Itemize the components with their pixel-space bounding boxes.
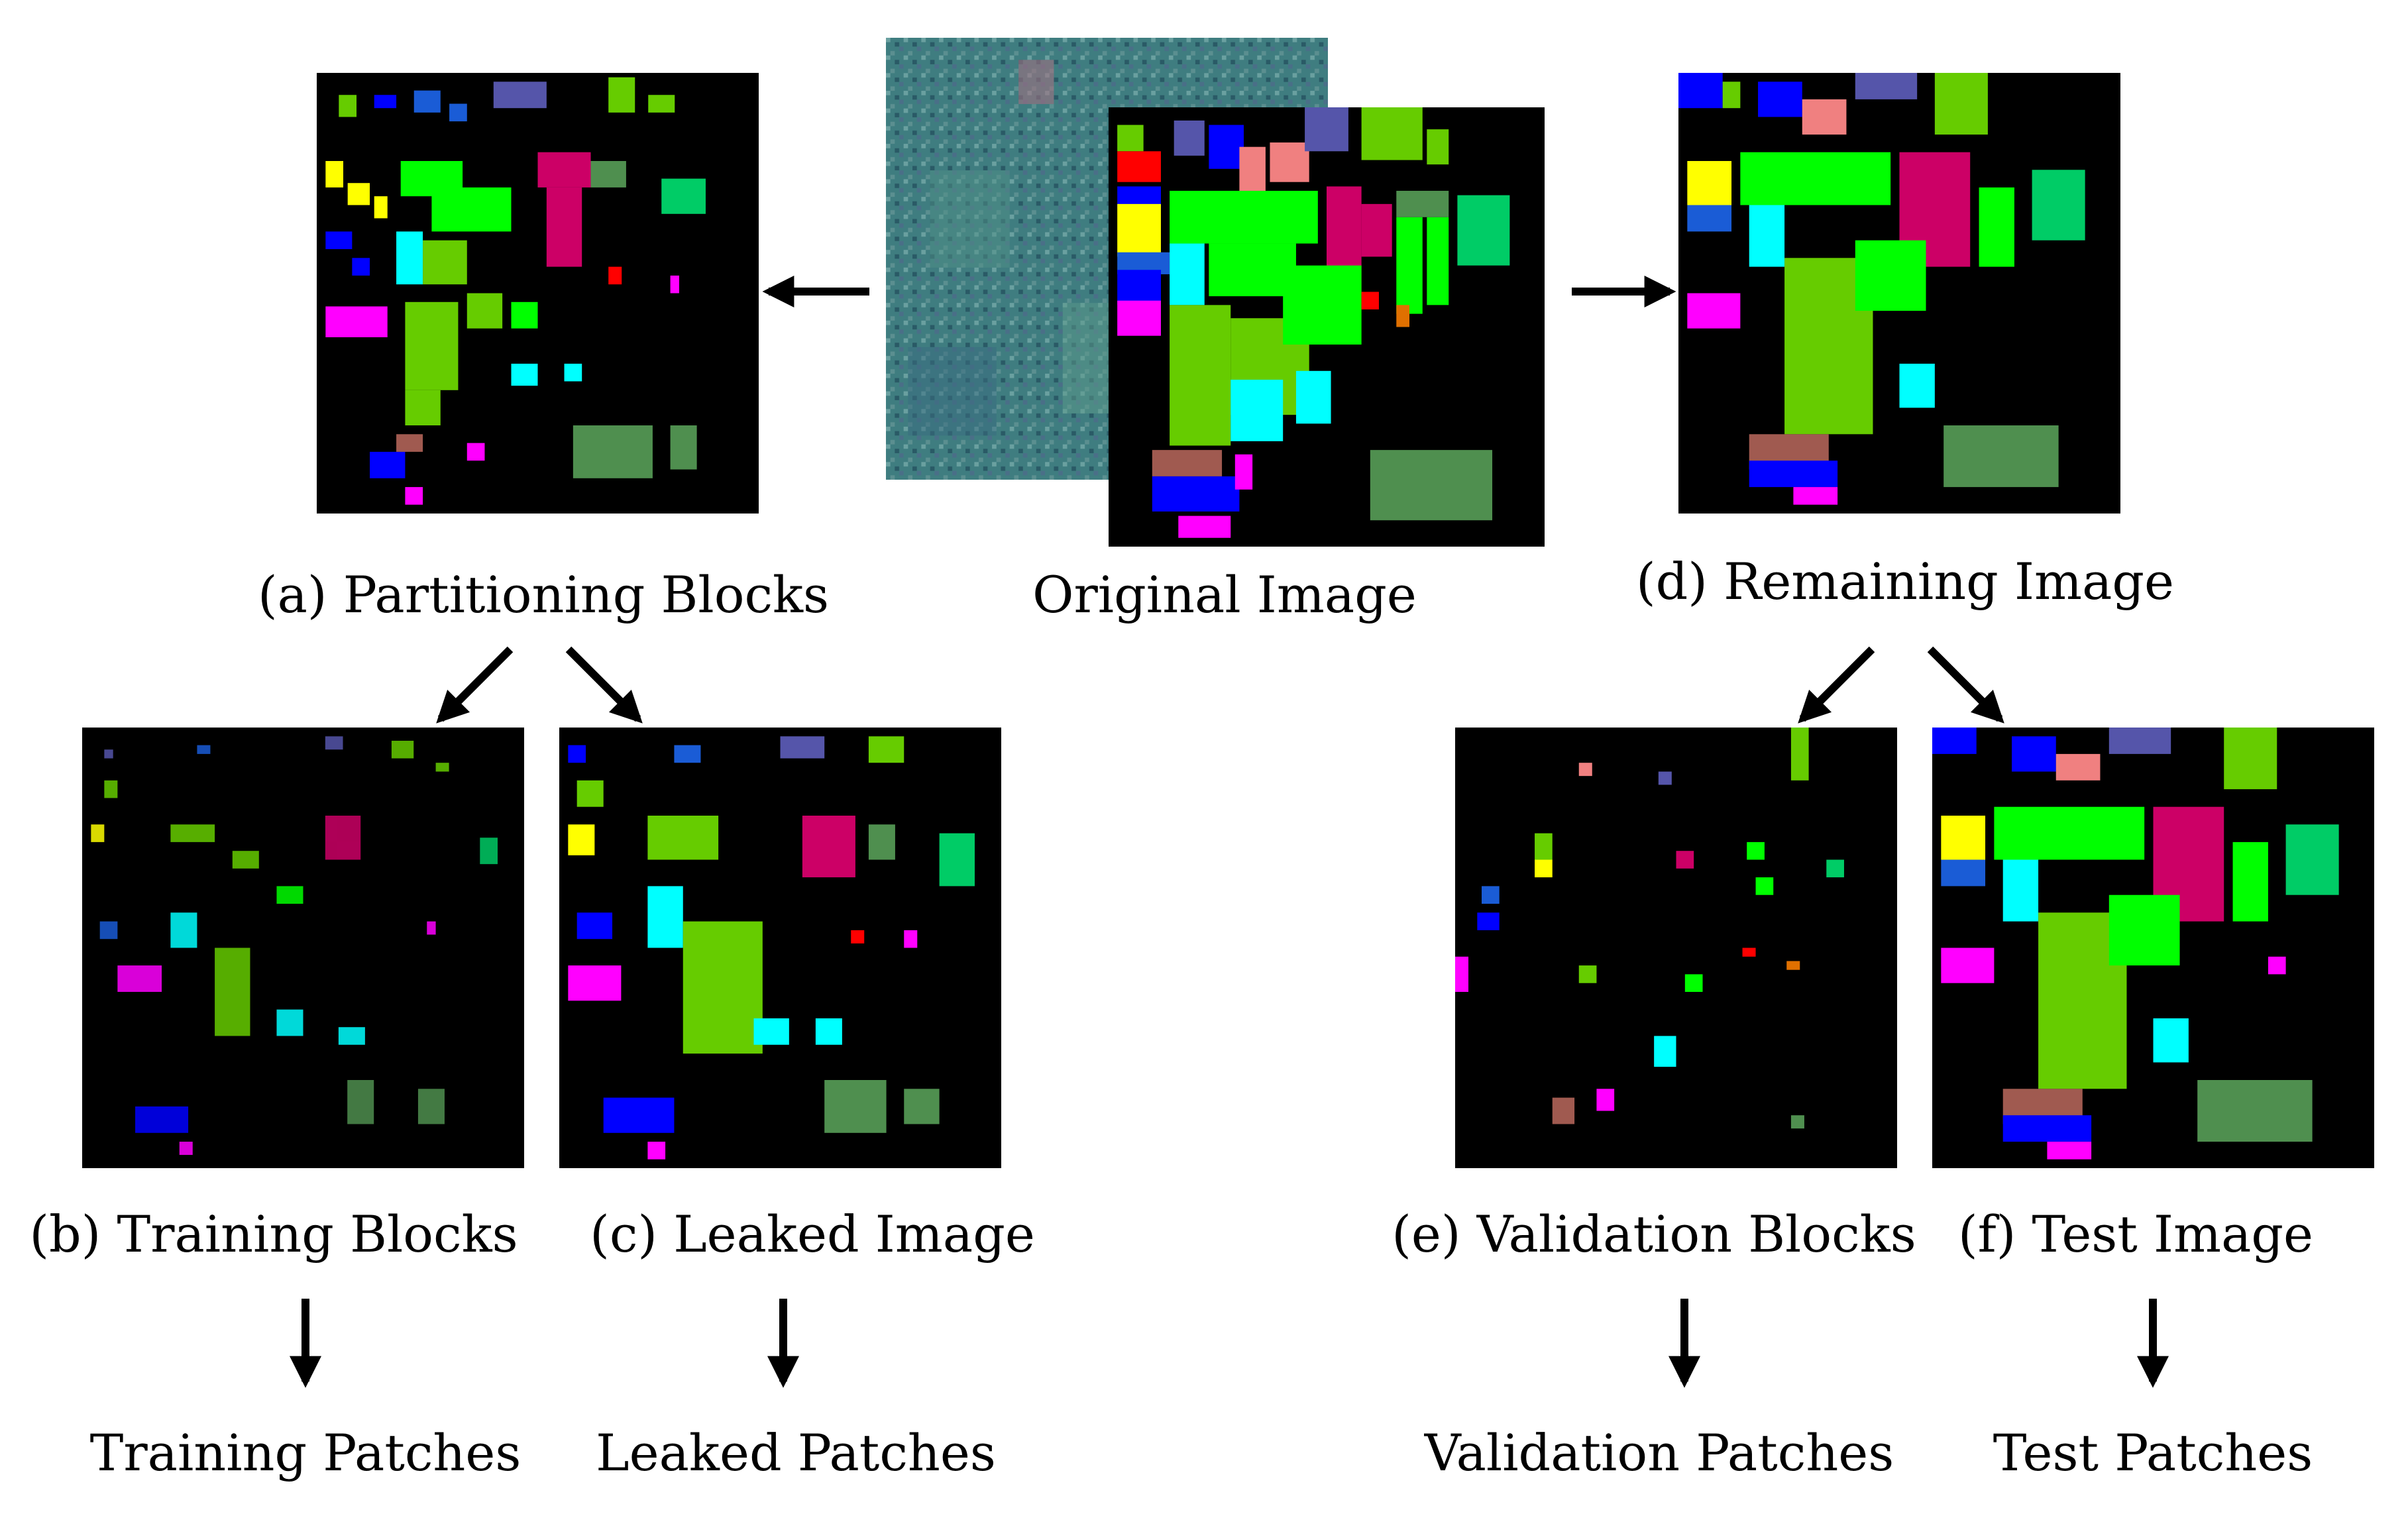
caption-remaining-image: (d) Remaining Image [1635,552,2175,611]
caption-leaked-image: (c) Leaked Image [590,1205,1035,1264]
panel-remaining-image [1678,73,2120,514]
training-block-pixels [91,736,498,1156]
panel-leaked-image [559,728,1001,1168]
caption-leaked-patches: Leaked Patches [596,1423,996,1482]
panel-test-image [1932,728,2374,1168]
caption-partitioning-blocks: (a) Partitioning Blocks [257,565,830,624]
arrow-remaining-to-test [1927,646,2004,724]
caption-training-blocks: (b) Training Blocks [29,1205,518,1264]
caption-training-patches: Training Patches [89,1423,521,1482]
leaked-regions [568,736,975,1160]
caption-validation-patches: Validation Patches [1424,1423,1894,1482]
remaining-regions [1678,73,2085,505]
original-ground-truth-map [1109,107,1545,547]
test-regions [1932,728,2339,1160]
panel-partitioning-blocks [317,73,759,514]
ground-truth-field-regions [1117,107,1510,538]
caption-original-image: Original Image [1032,565,1417,624]
panel-validation-blocks [1455,728,1897,1168]
partition-block-regions [325,77,706,505]
caption-test-patches: Test Patches [1993,1423,2313,1482]
caption-validation-blocks: (e) Validation Blocks [1392,1205,1916,1264]
arrow-partitioning-to-training [436,646,514,724]
arrow-partitioning-to-leaked [565,646,643,724]
panel-training-blocks [82,728,524,1168]
arrow-remaining-to-validation [1798,646,1875,724]
caption-test-image: (f) Test Image [1957,1205,2314,1264]
validation-regions [1455,728,1844,1129]
